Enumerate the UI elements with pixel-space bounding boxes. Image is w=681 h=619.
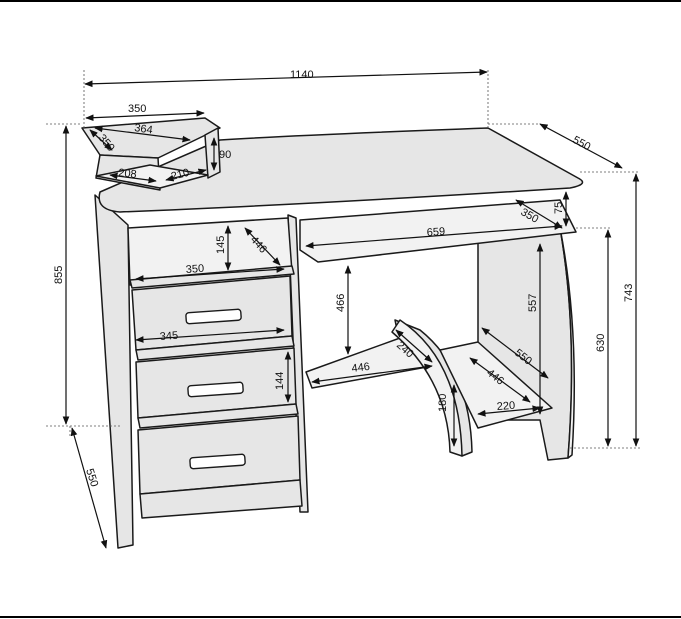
label-low-shelf-w: 446 <box>351 361 371 375</box>
label-shelf-front: 210 <box>170 167 191 183</box>
label-cabinet-width: 350 <box>185 263 204 276</box>
drawer-3-plinth <box>139 479 303 519</box>
label-desk-height: 743 <box>623 284 635 302</box>
label-drawer-width: 345 <box>159 330 178 343</box>
desk <box>81 117 584 549</box>
label-shelf-width: 350 <box>128 103 146 115</box>
label-shelf-back: 208 <box>118 167 138 181</box>
label-leg-gap-h: 466 <box>335 294 347 312</box>
drawer-3-handle <box>189 453 246 470</box>
label-inner-height: 630 <box>595 334 607 352</box>
label-foot-h: 180 <box>437 394 449 412</box>
right-leg-panel <box>477 227 573 461</box>
extension-lines <box>46 70 640 449</box>
label-base-depth: 550 <box>83 467 100 488</box>
right-leg-edge <box>559 227 576 459</box>
label-shelf-diag: 364 <box>134 122 154 136</box>
label-keyboard-h: 75 <box>553 202 565 214</box>
label-leg-inner-h: 557 <box>527 294 539 312</box>
label-total-height: 855 <box>53 266 65 284</box>
label-total-width: 1140 <box>290 69 314 81</box>
label-shelf-height: 90 <box>219 149 231 161</box>
drawer-2-handle <box>187 381 244 398</box>
top-shelf-post <box>204 127 221 179</box>
dimension-lines <box>62 68 640 549</box>
drawer-1-handle <box>185 308 242 325</box>
label-right-shelf-w: 220 <box>496 400 515 413</box>
label-drawer-h: 144 <box>274 372 286 390</box>
label-keyboard-width: 659 <box>426 226 445 239</box>
left-side-panel <box>94 194 134 549</box>
label-cabinet-top-h: 145 <box>215 236 227 254</box>
desktop-top <box>98 127 584 213</box>
drawer-2-edge <box>137 403 299 429</box>
